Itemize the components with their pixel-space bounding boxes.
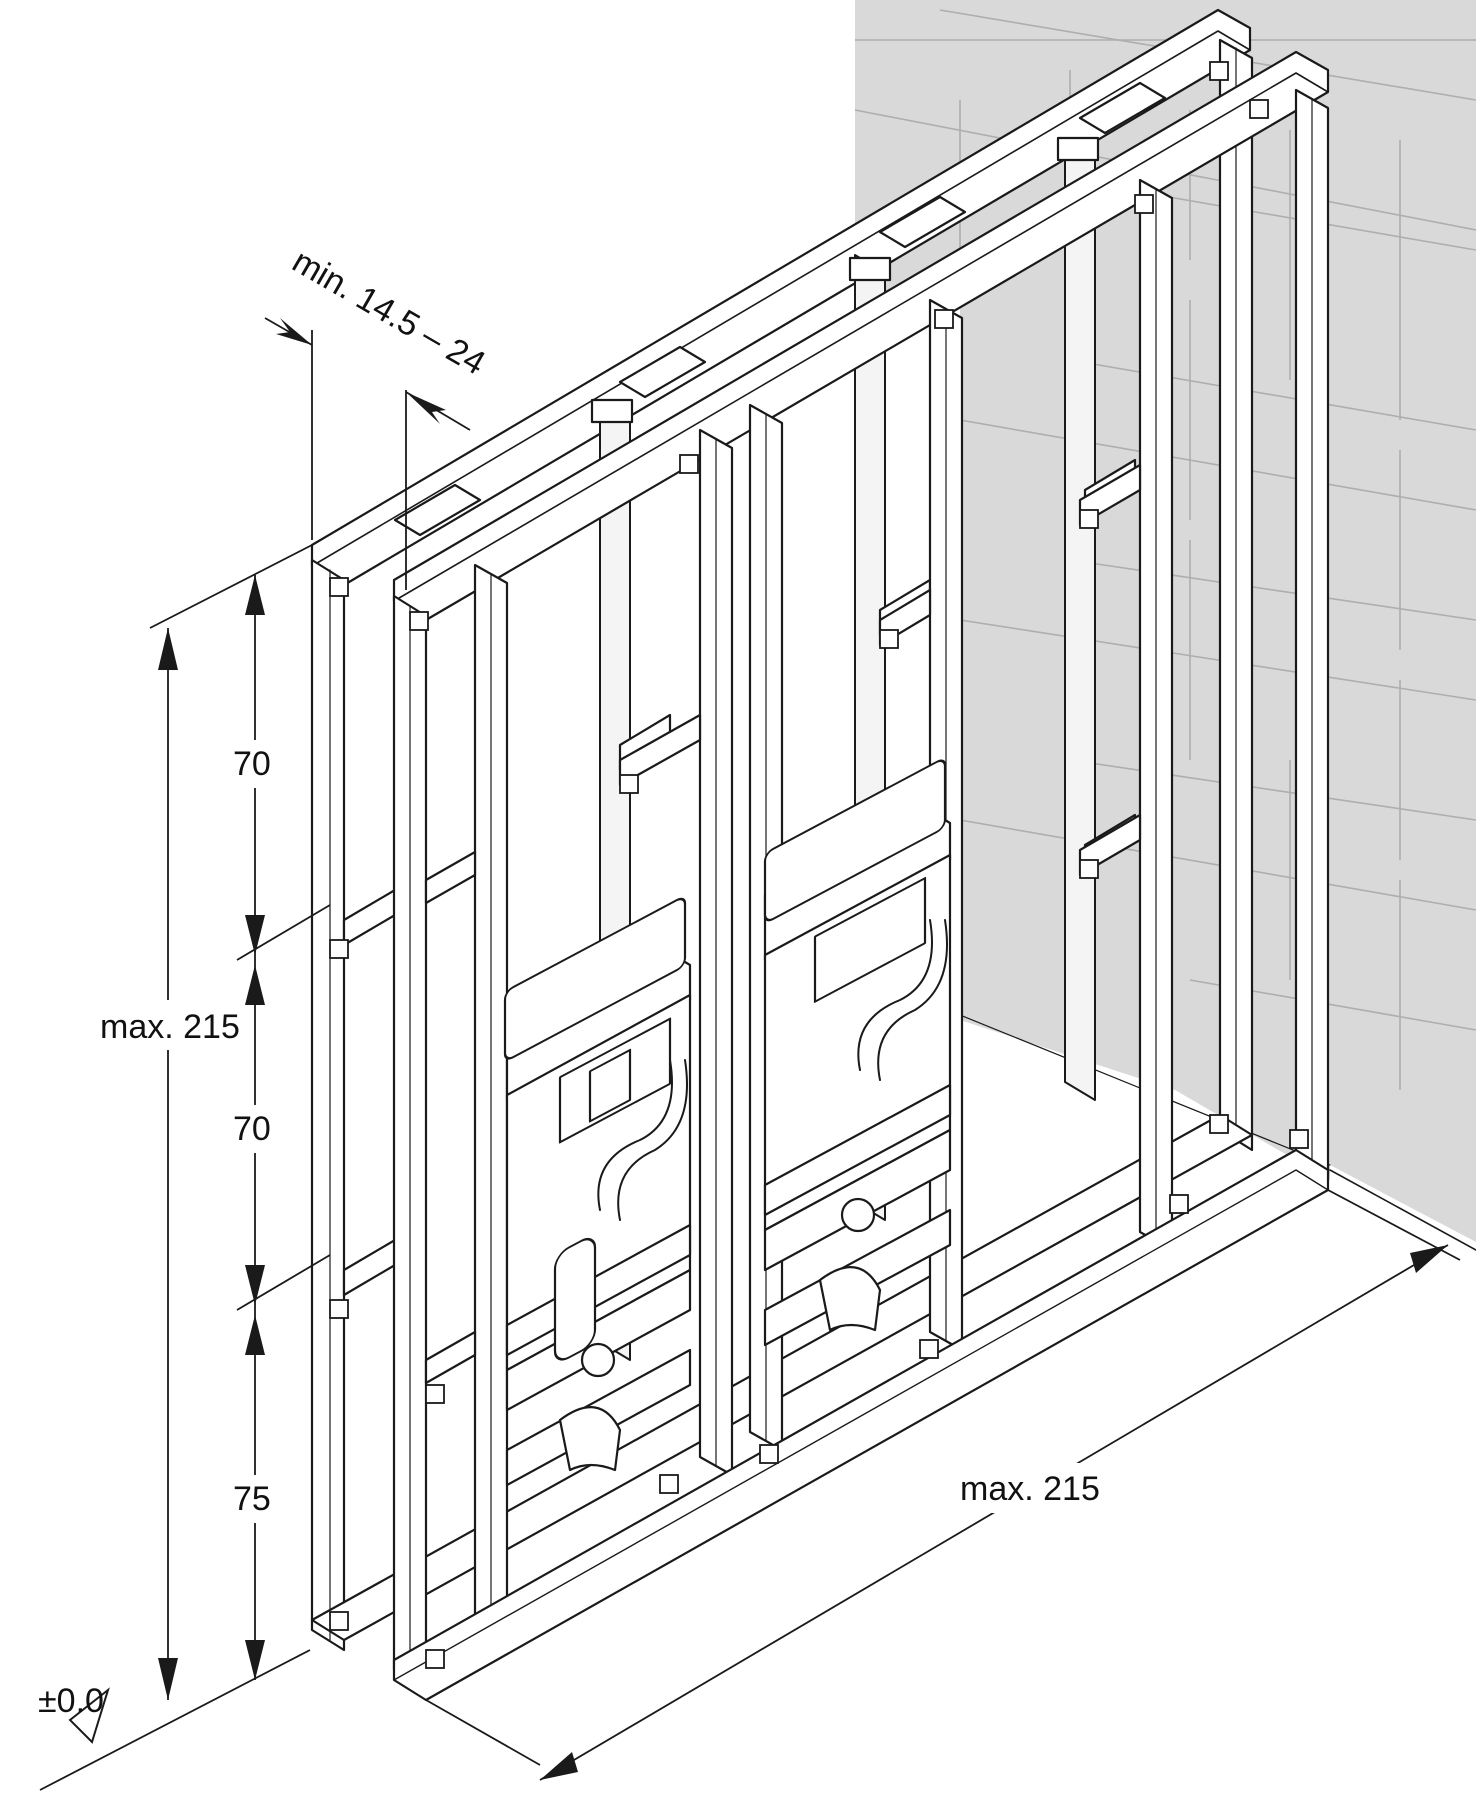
- dimension-arrow-icon: [1410, 1245, 1448, 1273]
- floor-level-marker: ±0.0: [38, 1649, 311, 1791]
- height-segment-dimensions: 70 70 75: [228, 575, 331, 1680]
- dimension-arrow-icon: [276, 318, 312, 345]
- height-upper-label: 70: [233, 745, 271, 783]
- dimension-arrow-icon: [158, 628, 178, 670]
- dimension-arrow-icon: [245, 1315, 265, 1355]
- width-dimension: max. 215: [425, 1189, 1461, 1781]
- frame-connectors: [329, 61, 1309, 1669]
- wc-module-right: [763, 759, 952, 1347]
- width-total-label: max. 215: [960, 1470, 1100, 1508]
- dimension-arrow-icon: [540, 1752, 578, 1780]
- height-middle-label: 70: [233, 1110, 271, 1148]
- triangle-level-icon: [68, 1687, 110, 1744]
- wc-module-left: [503, 897, 692, 1487]
- top-crossbeams: [393, 81, 1167, 537]
- dimension-arrow-icon: [158, 1658, 178, 1700]
- dimension-arrow-icon: [406, 392, 446, 424]
- height-total-dimension: max. 215: [95, 544, 313, 1700]
- dimension-arrow-icon: [245, 915, 265, 955]
- dimension-arrow-icon: [245, 1265, 265, 1305]
- height-lower-label: 75: [233, 1480, 271, 1518]
- floor-level-label: ±0.0: [38, 1682, 104, 1720]
- dimension-arrow-icon: [245, 1640, 265, 1680]
- dimension-arrow-icon: [245, 965, 265, 1005]
- depth-label: min. 14.5 – 24: [286, 242, 492, 383]
- height-total-label: max. 215: [100, 1008, 240, 1046]
- dimension-arrow-icon: [245, 575, 265, 615]
